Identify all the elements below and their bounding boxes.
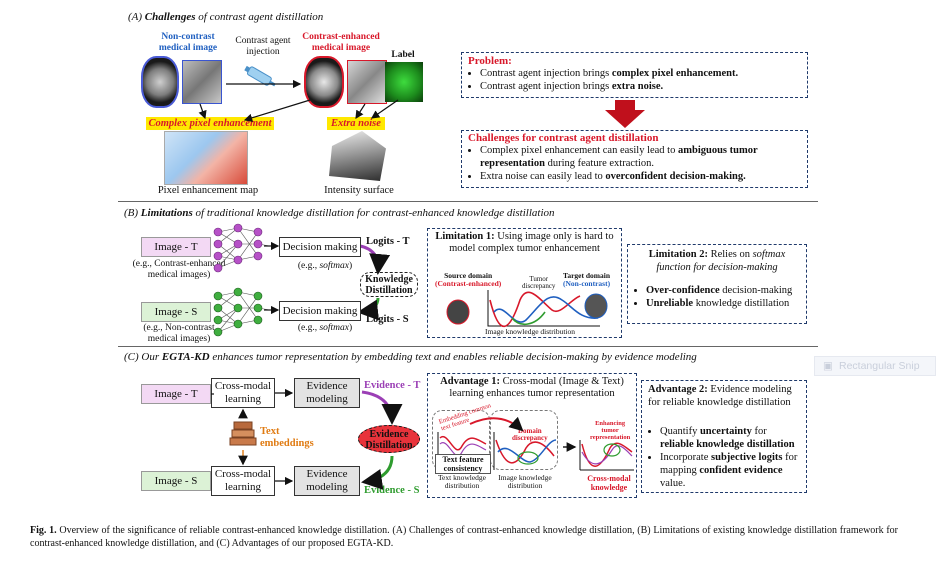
decision-making-box-s: Decision making: [279, 301, 361, 321]
challenge-item: Extra noise can easily lead to overconfi…: [480, 170, 801, 183]
image-t-note: (e.g., Contrast-enhanced medical images): [132, 259, 226, 280]
image-s-note: (e.g., Non-contrast medical images): [143, 323, 215, 344]
complex-pixel-label: Complex pixel enhancement: [146, 117, 274, 130]
evidence-modeling-box-s: Evidence modeling: [294, 466, 360, 496]
problem-item: Contrast agent injection brings complex …: [480, 67, 801, 80]
extra-noise-label: Extra noise: [327, 117, 385, 130]
evidence-modeling-box-t: Evidence modeling: [294, 378, 360, 408]
image-s-box-c: Image - S: [141, 471, 211, 491]
pixel-map-caption: Pixel enhancement map: [157, 185, 259, 196]
image-t-box: Image - T: [141, 237, 211, 257]
source-domain-label: Source domain(Contrast-enhanced): [435, 271, 502, 288]
cross-modal-box-t: Cross-modal learning: [211, 378, 275, 408]
divider-b-c: [118, 346, 818, 347]
evidence-distillation-node: Evidence Distillation: [358, 425, 420, 453]
text-knowledge-dist-label: Text knowledge distribution: [437, 473, 486, 490]
knowledge-distillation-box: Knowledge Distillation: [360, 272, 418, 297]
limitation-1-text: Limitation 1: Using image only is hard t…: [435, 231, 614, 254]
advantage-2-item: Incorporate subjective logits for mappin…: [660, 451, 800, 490]
cross-modal-box-s: Cross-modal learning: [211, 466, 275, 496]
tumor-discrepancy-label: Tumor discrepancy: [522, 275, 556, 290]
limitation-2-item: Unreliable knowledge distillation: [646, 297, 800, 310]
challenge-item: Complex pixel enhancement can easily lea…: [480, 144, 801, 170]
target-domain-label: Target domain(Non-contrast): [563, 271, 611, 288]
advantage-2-box: Advantage 2: Evidence modeling for relia…: [641, 380, 807, 493]
problem-title: Problem:: [468, 55, 512, 67]
noncontrast-zoom-image: [182, 60, 222, 104]
label-label: Label: [391, 50, 415, 60]
domain-discrepancy-label: Domain discrepancy: [512, 427, 548, 442]
section-a-title: (A) Challenges of contrast agent distill…: [128, 11, 324, 23]
image-knowledge-dist-b: Image knowledge distribution: [485, 327, 575, 336]
section-c-title: (C) Our EGTA-KD enhances tumor represent…: [124, 351, 697, 363]
challenges-title: Challenges for contrast agent distillati…: [468, 132, 659, 144]
problem-item: Contrast agent injection brings extra no…: [480, 80, 801, 93]
books-icon: [228, 420, 258, 448]
section-b-title: (B) Limitations of traditional knowledge…: [124, 207, 555, 219]
intensity-caption: Intensity surface: [324, 185, 394, 196]
enhanced-image-label: Contrast-enhanced medical image: [302, 32, 380, 53]
limitation-2-text: Limitation 2: Relies on softmax function…: [648, 249, 786, 273]
pixel-enhancement-map: [164, 131, 248, 185]
text-embeddings-label: Text embeddings: [260, 426, 314, 449]
softmax-note-t: (e.g., softmax): [297, 261, 353, 271]
advantage-2-item: Quantify uncertainty for reliable knowle…: [660, 425, 800, 451]
image-t-box-c: Image - T: [141, 384, 211, 404]
logits-s: Logits - S: [366, 314, 409, 325]
enhanced-brain-image: [304, 56, 344, 108]
decision-making-box-t: Decision making: [279, 237, 361, 257]
cross-modal-knowledge-label: Cross-modal knowledge: [587, 474, 631, 492]
problem-box: Problem: Contrast agent injection brings…: [461, 52, 808, 98]
snip-label: Rectangular Snip: [839, 360, 920, 372]
noncontrast-image-label: Non-contrast medical image: [158, 32, 218, 53]
evidence-t-label: Evidence - T: [364, 380, 421, 391]
advantage-1-box: Advantage 1: Cross-modal (Image & Text) …: [427, 373, 637, 498]
noncontrast-brain-image: [141, 56, 179, 108]
image-distribution-panel: [490, 410, 558, 470]
image-knowledge-dist-c-label: Image knowledge distribution: [498, 473, 552, 490]
advantage-1-text: Advantage 1: Cross-modal (Image & Text) …: [440, 376, 624, 399]
image-s-box: Image - S: [141, 302, 211, 322]
logits-t: Logits - T: [366, 236, 410, 247]
limitation-1-box: Limitation 1: Using image only is hard t…: [427, 228, 622, 338]
figure-caption: Fig. 1. Overview of the significance of …: [30, 525, 899, 549]
divider-a-b: [118, 201, 818, 202]
limitation-2-box: Limitation 2: Relies on softmax function…: [627, 244, 807, 324]
enhancing-tumor-label: Enhancing tumor representation: [590, 420, 631, 441]
rectangular-snip-button[interactable]: ▣ Rectangular Snip: [814, 356, 936, 376]
limitation-2-item: Over-confidence decision-making: [646, 284, 800, 297]
softmax-note-s: (e.g., softmax): [297, 323, 353, 333]
label-mask-image: [385, 62, 423, 102]
injection-label: Contrast agent injection: [235, 36, 291, 57]
text-feature-consistency-label: Text feature consistency: [435, 454, 491, 474]
challenges-box: Challenges for contrast agent distillati…: [461, 130, 808, 188]
evidence-s-label: Evidence - S: [364, 485, 420, 496]
snip-icon: ▣: [823, 360, 833, 372]
advantage-2-text: Advantage 2: Evidence modeling for relia…: [648, 384, 792, 408]
